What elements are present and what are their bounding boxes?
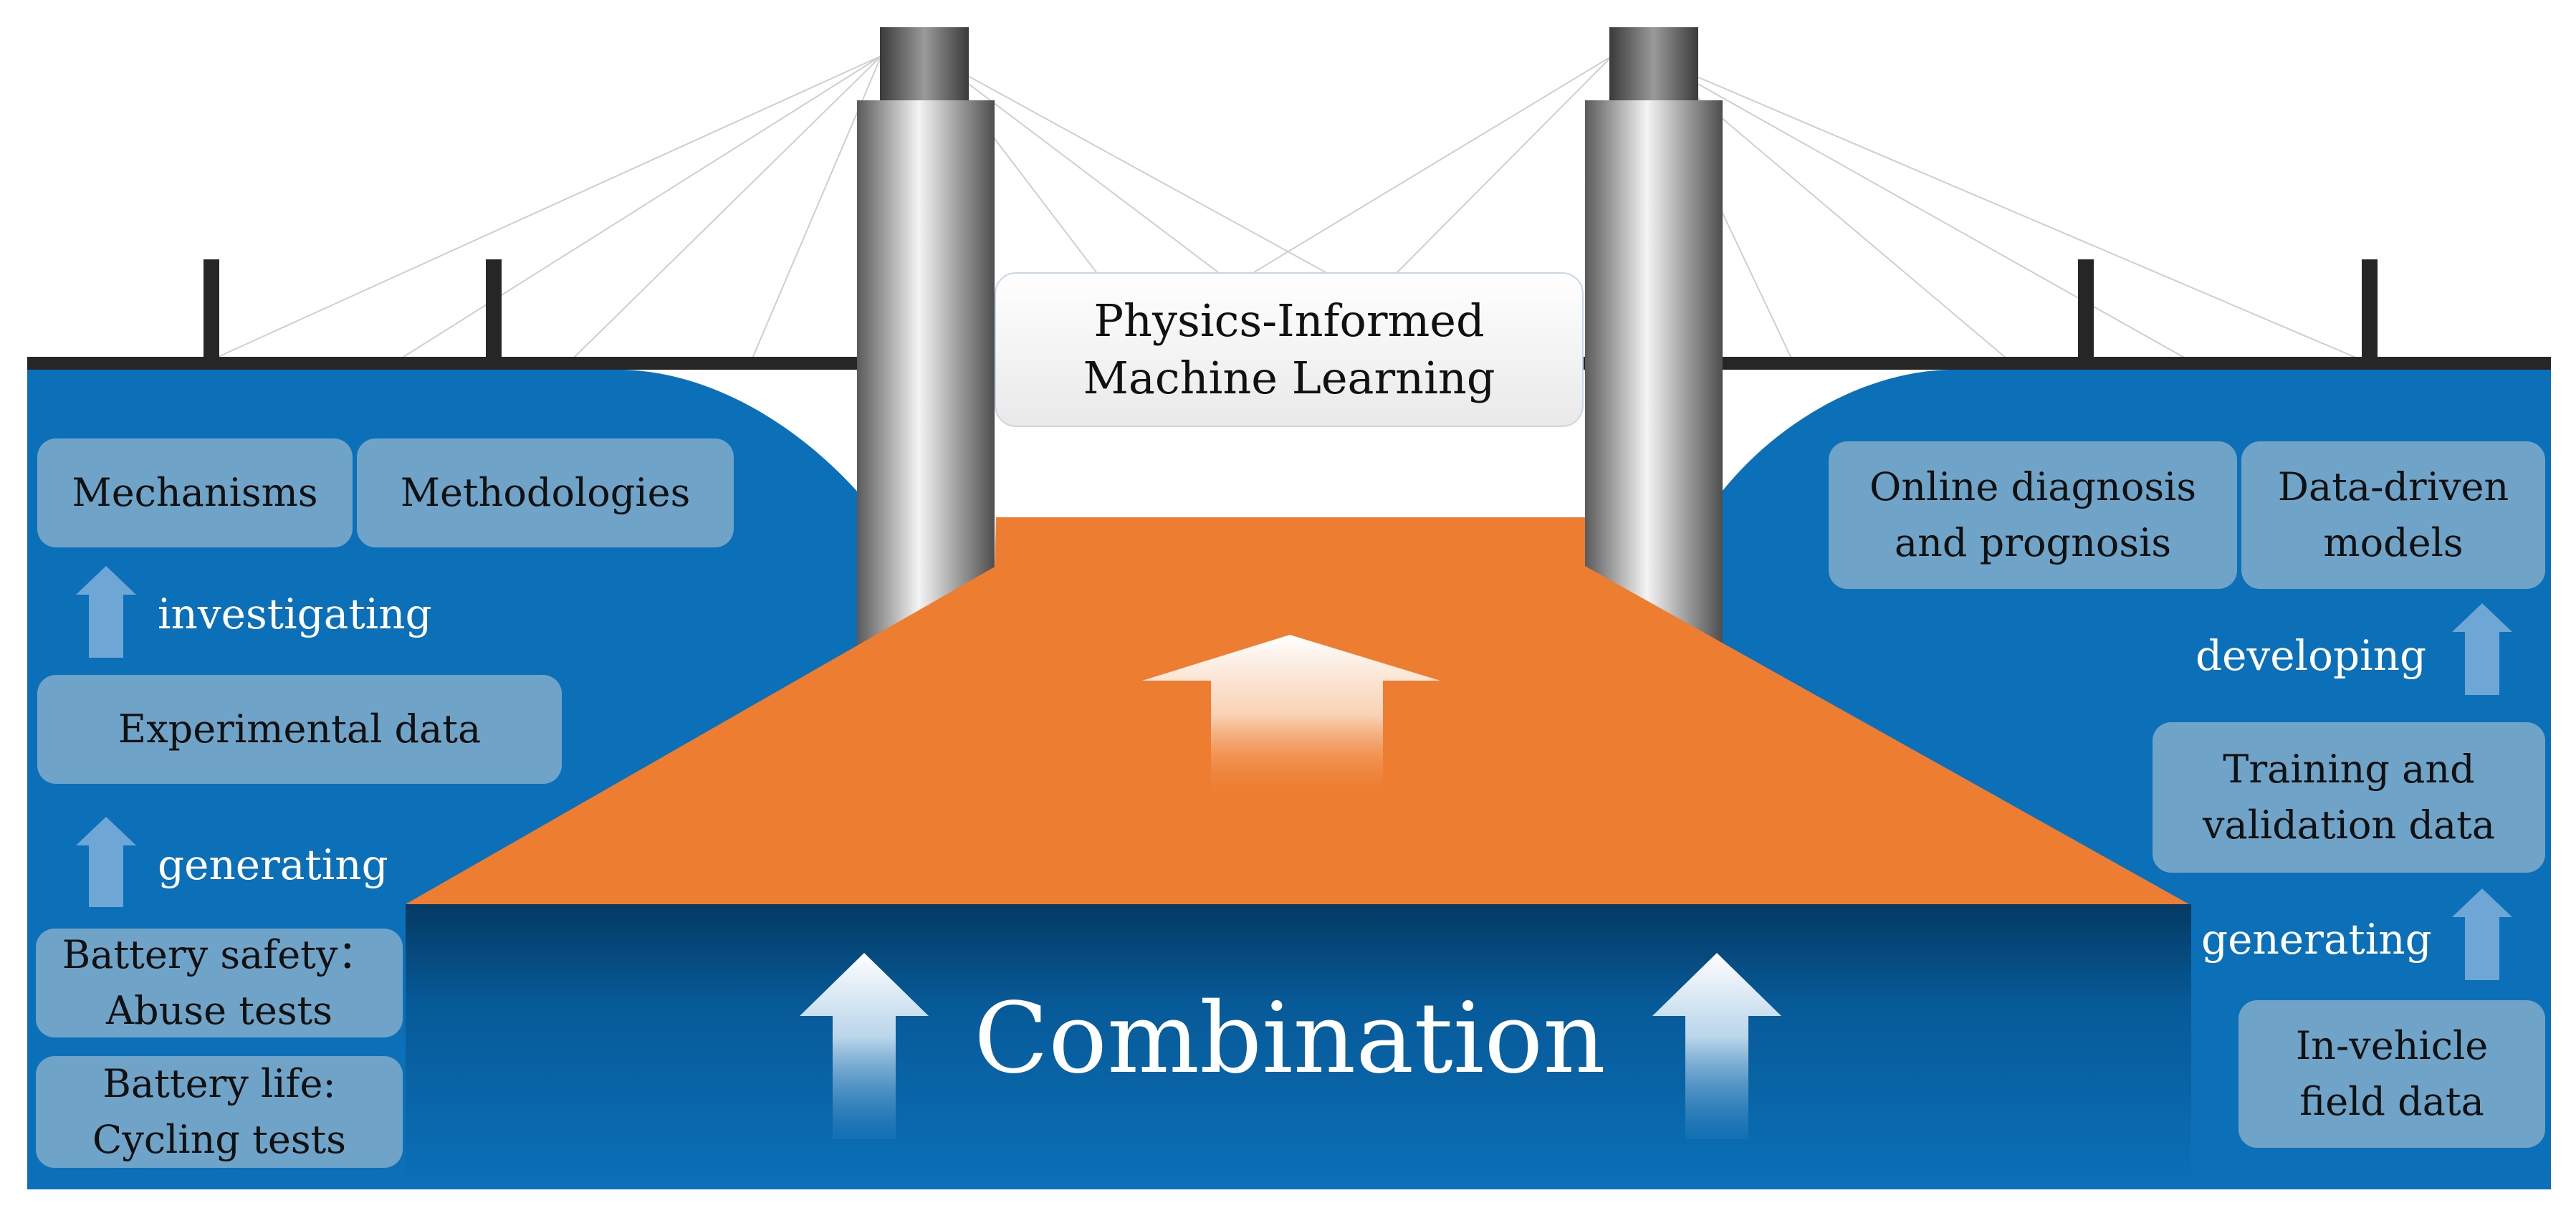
label-generating-left: generating	[158, 840, 388, 889]
label-developing: developing	[2196, 631, 2427, 680]
box-in-vehicle-data: In-vehicle field data	[2239, 1000, 2545, 1148]
base-arrow-left	[800, 953, 929, 1139]
water-base	[406, 904, 2191, 1189]
title-line1: Physics-Informed	[1093, 294, 1485, 347]
box-online-diagnosis: Online diagnosis and prognosis	[1829, 441, 2237, 589]
bridge-posts	[204, 259, 2378, 401]
box-data-driven-models: Data-driven models	[2241, 441, 2545, 589]
box-experimental-data: Experimental data	[37, 675, 562, 784]
box-mechanisms: Mechanisms	[37, 438, 353, 547]
box-training-validation: Training and validation data	[2153, 722, 2545, 873]
pillar-right	[1585, 27, 1723, 645]
box-battery-safety: Battery safety： Abuse tests	[36, 929, 403, 1037]
combination-label: Combination	[974, 982, 1606, 1095]
deck-arrow	[1142, 635, 1440, 795]
pillar-left	[857, 27, 995, 645]
title-box: Physics-Informed Machine Learning	[995, 272, 1584, 427]
label-investigating: investigating	[158, 590, 432, 638]
right-arrow-developing	[2452, 603, 2512, 695]
title-line2: Machine Learning	[1083, 352, 1495, 404]
base-arrow-right	[1652, 953, 1781, 1139]
box-battery-life: Battery life: Cycling tests	[36, 1056, 403, 1168]
label-generating-right: generating	[2201, 915, 2432, 964]
left-arrow-investigating	[76, 566, 136, 658]
box-methodologies: Methodologies	[357, 438, 734, 547]
right-arrow-generating	[2452, 888, 2512, 980]
left-arrow-generating	[76, 817, 136, 907]
